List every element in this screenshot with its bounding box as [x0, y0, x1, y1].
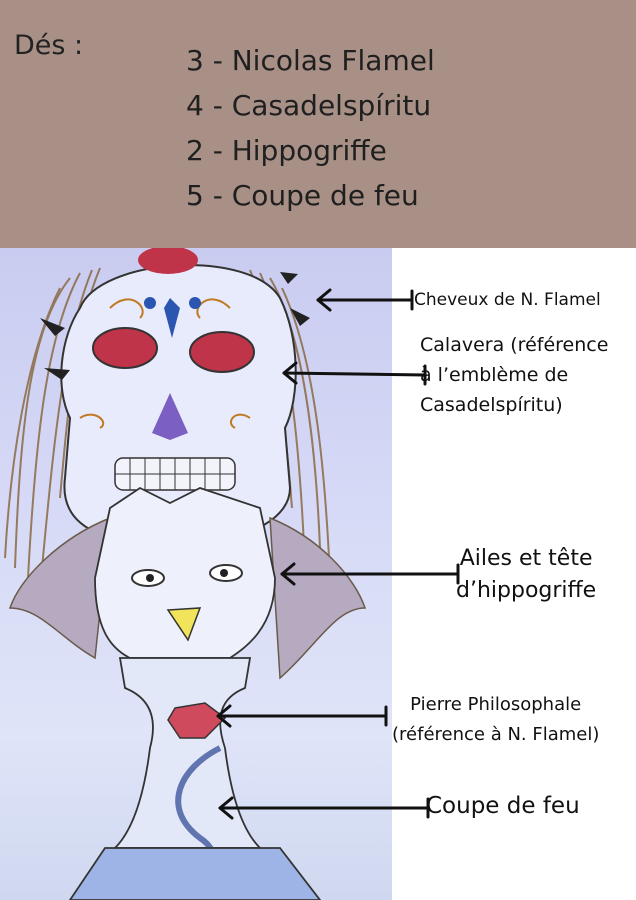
skull-eye-left — [92, 327, 158, 369]
label-calavera-line2: à l’emblème de — [420, 364, 569, 386]
dice-list: 3 - Nicolas Flamel 4 - Casadelspíritu 2 … — [186, 38, 435, 218]
label-ailes-line1: Ailes et tête — [459, 546, 593, 571]
dice-item-coupe: 5 - Coupe de feu — [186, 179, 419, 212]
label-calavera-line1: Calavera (référence — [420, 334, 609, 356]
dice-header: Dés : 3 - Nicolas Flamel 4 - Casadelspír… — [0, 0, 636, 248]
skull-eye-right — [189, 331, 255, 373]
label-ailes-line2: d’hippogriffe — [456, 578, 597, 603]
philosopher-stone — [167, 702, 227, 739]
label-pierre-line1: Pierre Philosophale — [410, 694, 582, 715]
skull-outline — [60, 264, 297, 539]
label-cheveux: Cheveux de N. Flamel — [414, 290, 601, 310]
dice-title: Dés : — [14, 30, 84, 61]
dice-item-hippogriffe: 2 - Hippogriffe — [186, 134, 387, 167]
label-coupe: Coupe de feu — [426, 793, 580, 819]
dice-item-flamel: 3 - Nicolas Flamel — [186, 44, 435, 77]
drawing-illustration — [4, 248, 367, 900]
cup-stem — [112, 657, 263, 849]
label-pierre-line2: (référence à N. Flamel) — [392, 724, 600, 745]
label-calavera: Calavera (référence à l’emblème de Casad… — [420, 330, 608, 420]
label-ailes: Ailes et tête d’hippogriffe — [456, 543, 596, 607]
skull-spikes — [40, 272, 310, 380]
skull-forehead-ornament — [164, 298, 180, 338]
skull-flower — [138, 248, 198, 274]
drawing-image — [0, 248, 392, 900]
skull-nose — [152, 393, 188, 440]
hippogriff-wing-left — [8, 516, 111, 660]
cup-base — [68, 847, 322, 900]
hippogriff-wing-right — [269, 516, 367, 680]
dice-item-casadelspiritu: 4 - Casadelspíritu — [186, 89, 432, 122]
hippogriff-beak — [166, 607, 202, 642]
skull-swirls — [79, 298, 251, 429]
label-pierre: Pierre Philosophale (référence à N. Flam… — [392, 690, 599, 750]
label-calavera-line3: Casadelspíritu) — [420, 394, 563, 416]
hippogriff-head — [94, 486, 276, 659]
